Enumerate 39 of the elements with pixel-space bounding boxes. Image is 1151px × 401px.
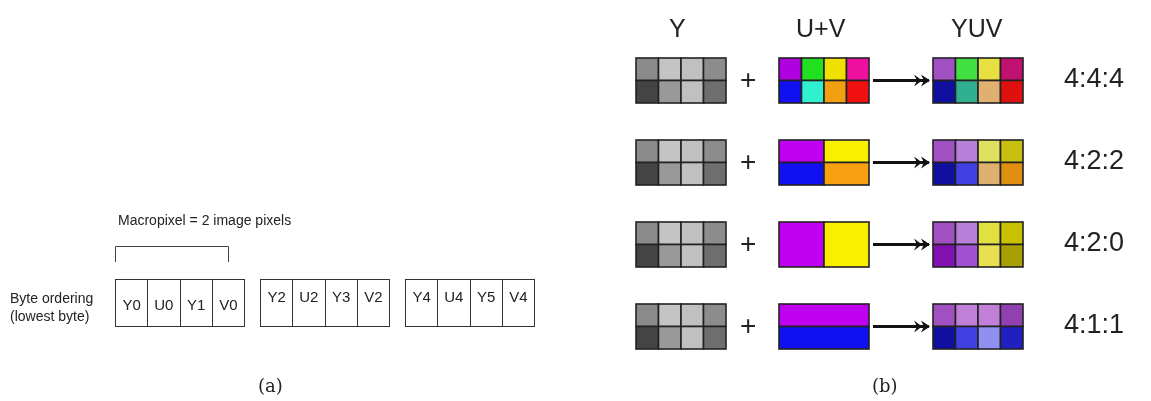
subsampling-ratio: 4:1:1 xyxy=(1064,309,1125,340)
byte-cell: U4 xyxy=(437,279,471,327)
pixel-grid xyxy=(932,139,1024,186)
plus-sign: + xyxy=(740,228,757,260)
byte-cell: Y5 xyxy=(469,279,503,327)
byte-cell: U2 xyxy=(292,279,326,327)
bracket-label: Macropixel = 2 image pixels xyxy=(118,212,292,228)
row-label: Byte ordering (lowest byte) xyxy=(10,289,95,325)
byte-cell: Y4 xyxy=(405,279,439,327)
subsampling-ratio: 4:2:2 xyxy=(1064,145,1125,176)
pixel-grid xyxy=(635,303,727,350)
byte-cell: Y1 xyxy=(179,279,213,327)
subsampling-ratio: 4:2:0 xyxy=(1064,227,1125,258)
column-header: YUV xyxy=(951,14,1003,43)
pixel-grid xyxy=(932,221,1024,268)
pixel-grid xyxy=(635,57,727,104)
byte-cell: V0 xyxy=(211,279,245,327)
pixel-grid xyxy=(635,221,727,268)
panel-caption: (a) xyxy=(258,375,283,396)
pixel-grid xyxy=(932,303,1024,350)
plus-sign: + xyxy=(740,146,757,178)
column-header: Y xyxy=(669,14,686,43)
plus-sign: + xyxy=(740,310,757,342)
byte-cell: Y3 xyxy=(324,279,358,327)
plus-sign: + xyxy=(740,64,757,96)
pixel-grid xyxy=(932,57,1024,104)
column-header: U+V xyxy=(796,14,846,43)
pixel-grid xyxy=(778,221,870,268)
subsampling-ratio: 4:4:4 xyxy=(1064,63,1125,94)
pixel-grid xyxy=(778,303,870,350)
byte-cell: Y0 xyxy=(115,279,149,327)
byte-cell: V4 xyxy=(501,279,535,327)
byte-cell: V2 xyxy=(356,279,390,327)
pixel-grid xyxy=(778,139,870,186)
byte-cell: Y2 xyxy=(260,279,294,327)
panel-caption: (b) xyxy=(872,375,898,396)
pixel-grid xyxy=(635,139,727,186)
pixel-grid xyxy=(778,57,870,104)
byte-cell: U0 xyxy=(147,279,181,327)
